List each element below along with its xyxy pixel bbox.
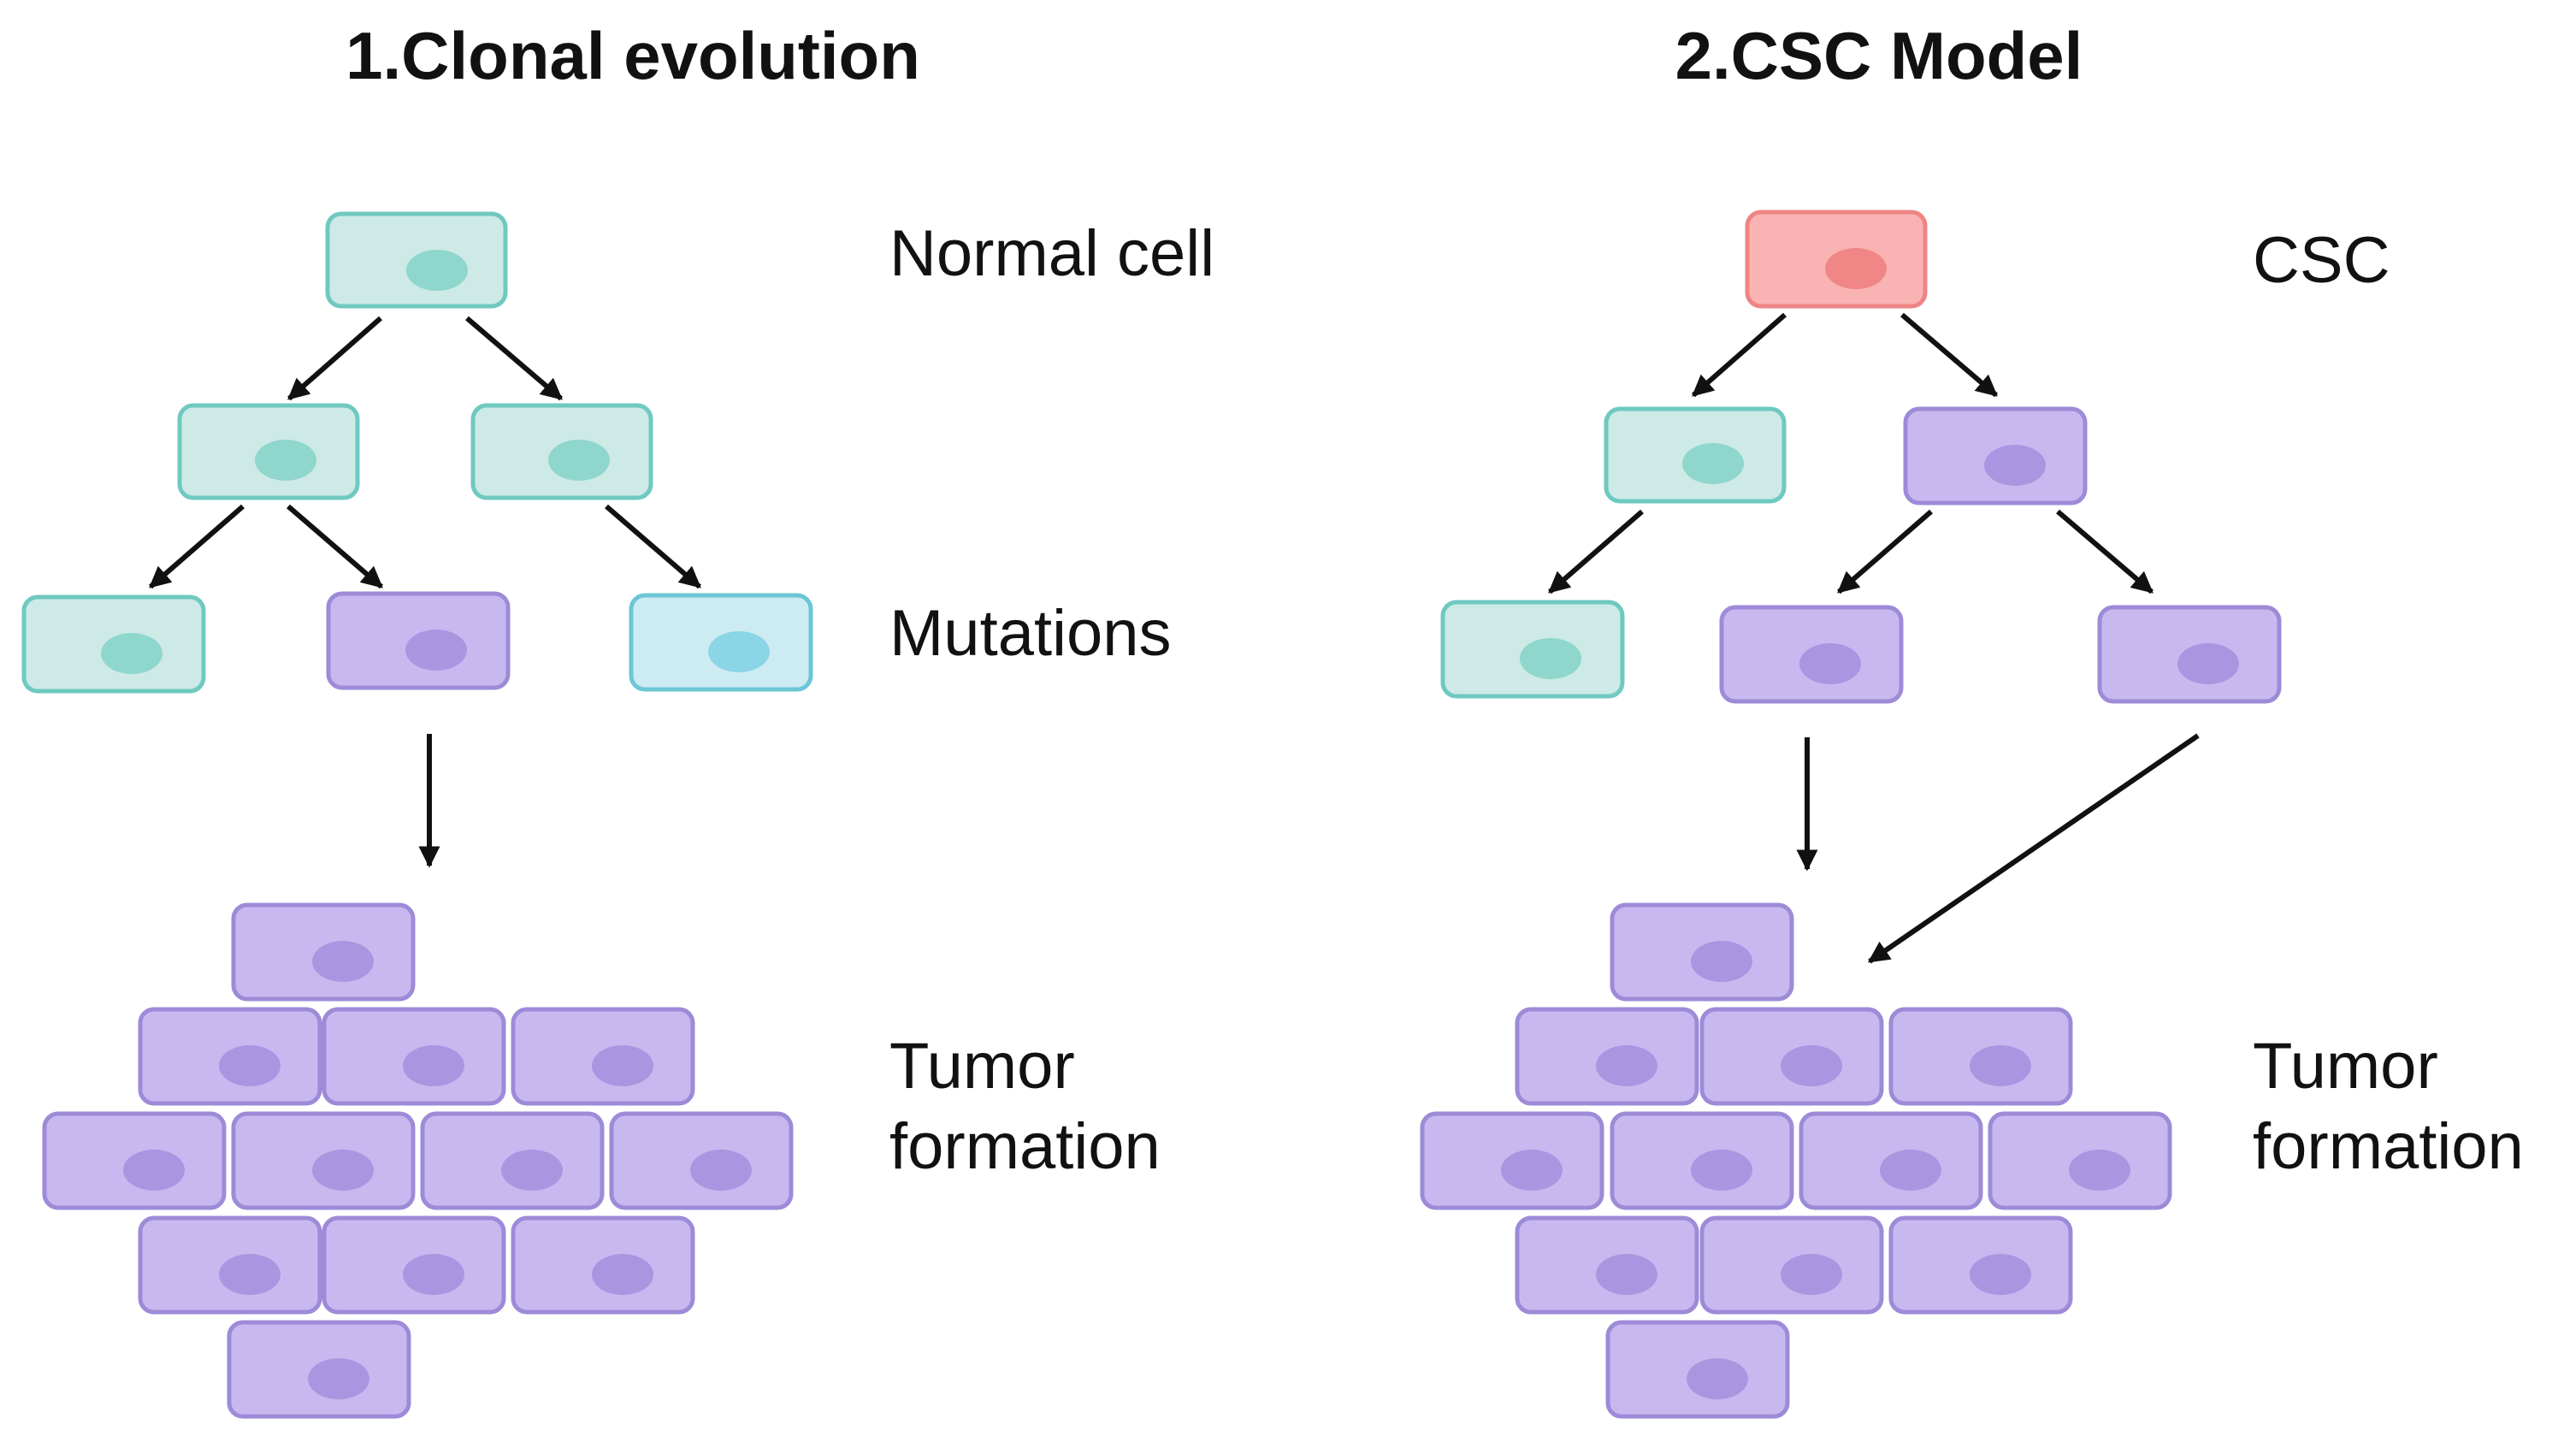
tumor-label-line1: Tumor (889, 1030, 1075, 1103)
clonal-gen3-normal-cell (21, 594, 206, 694)
csc-gen3-normal-cell (1440, 600, 1625, 699)
csc-arrow (1548, 509, 1644, 594)
csc-model-title: 2.CSC Model (1675, 18, 2083, 93)
csc-label: CSC (2253, 224, 2390, 297)
csc-arrow (1837, 509, 1933, 594)
mutations-label: Mutations (889, 597, 1172, 670)
clonal-daughter-cell-left (177, 403, 360, 500)
csc-cell (1745, 210, 1928, 309)
clonal-evolution-title: 1.Clonal evolution (346, 18, 920, 93)
csc-arrow (1900, 312, 1998, 398)
formation-label-line2: formation (889, 1110, 1161, 1183)
csc-gen3-mutant-cell-left (1719, 605, 1904, 704)
csc-model-panel: 2.CSC Model CSC (1420, 18, 2524, 1419)
normal-cell-label: Normal cell (889, 217, 1214, 290)
csc-formation-label-line2: formation (2253, 1110, 2524, 1183)
csc-arrow (1867, 733, 2200, 964)
clonal-arrow (287, 316, 382, 401)
clonal-daughter-cell-right (470, 403, 653, 500)
clonal-arrow (149, 504, 245, 589)
csc-gen3-mutant-cell-right (2097, 605, 2282, 704)
clonal-tumor-mass (42, 902, 794, 1419)
clonal-normal-cell (325, 211, 508, 309)
clonal-evolution-panel: 1.Clonal evolution Normal cell (21, 18, 1214, 1419)
clonal-arrow (287, 504, 383, 589)
clonal-arrow (465, 316, 563, 401)
clonal-gen3-mutant-cell (326, 591, 511, 690)
csc-arrow (1692, 312, 1787, 398)
csc-daughter-mutant-cell (1903, 406, 2088, 506)
clonal-arrow (605, 504, 701, 589)
csc-tumor-mass (1420, 902, 2172, 1419)
csc-tumor-label-line1: Tumor (2253, 1030, 2438, 1103)
csc-arrow (2056, 509, 2154, 594)
clonal-gen3-variant-cell (629, 593, 813, 692)
csc-daughter-normal-cell (1604, 406, 1787, 504)
